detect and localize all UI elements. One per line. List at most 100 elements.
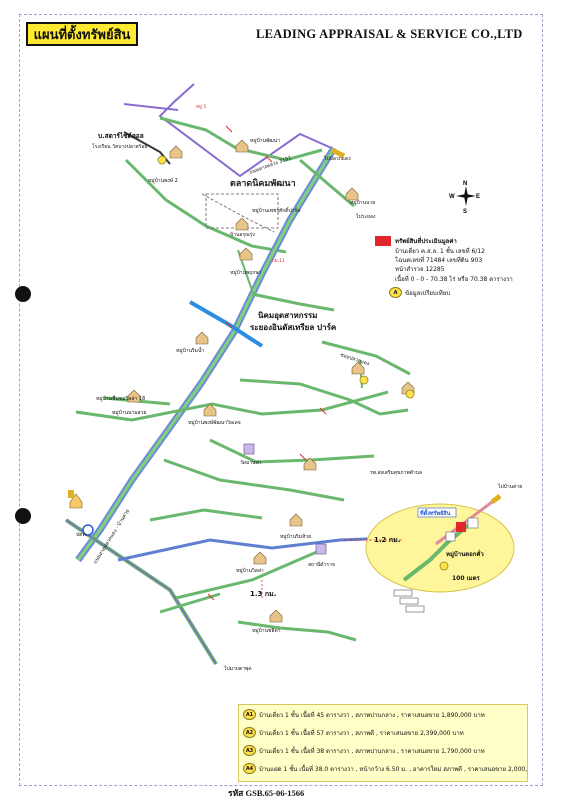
km-tick-3 — [225, 321, 233, 329]
map-title-badge: แผนที่ตั้งทรัพย์สิน — [26, 22, 138, 46]
direction-arrow-right — [490, 494, 502, 504]
market-label: ตลาดนิคมพัฒนา — [230, 178, 296, 189]
subject-tag-box — [417, 507, 457, 518]
village2-label: หมู่บ้านพงษ์ 2 — [148, 177, 178, 184]
gas-station-icon — [69, 493, 83, 509]
distance3-label: 100 เมตร — [452, 575, 481, 582]
comparable-marker-a4 — [439, 561, 449, 571]
price-badge: A4 — [243, 763, 256, 774]
subject-tag-label: ที่ตั้งทรัพย์สิน — [420, 508, 451, 517]
legend-comparable-badge: A — [389, 287, 402, 298]
road-top-dark — [123, 131, 171, 165]
km-tick-2 — [265, 155, 273, 163]
price-text: บ้านเดี่ยว 1 ชั้น เนื้อที่ 57 ตารางวา , … — [259, 729, 464, 737]
distance2-label: 1.3 กม. — [250, 590, 276, 598]
house-icon-5 — [239, 247, 253, 261]
house-icon-14 — [303, 457, 317, 471]
school-label: สถานีตำรวจ — [308, 561, 335, 568]
village1-label: หมู่บ้านพัฒนา — [250, 137, 280, 144]
punch-hole-top — [15, 286, 31, 302]
road-dashed — [201, 193, 275, 233]
neighbor-plot-1 — [467, 517, 479, 529]
industrial-label-2: ระยองอินดัสเทรียล ปาร์ค — [250, 322, 336, 332]
price-badge: A2 — [243, 727, 256, 738]
road-top-green — [159, 116, 323, 162]
pos-b-label: กม.11 — [272, 258, 285, 264]
comparable-marker-a2 — [359, 375, 369, 385]
legend-comparable-row: A ข้อมูลเปรียบเทียบ — [389, 287, 450, 298]
temple-label: วัดมาบข่า — [240, 460, 262, 466]
factory-label: โรงเรียน วัดบางปลาสร้อย — [92, 143, 147, 150]
legend-line-4: เนื้อที่ 0 - 0 - 70.38 ไร่ หรือ 70.38 ตา… — [395, 276, 513, 283]
legend-subject-swatch — [375, 236, 391, 246]
price-row: A4 บ้านแฝด 1 ชั้น เนื้อที่ 38.0 ตารางวา … — [243, 763, 527, 774]
comparable-marker-a1 — [157, 155, 167, 165]
neighbor-plot-2 — [445, 531, 456, 542]
legend-title: ทรัพย์สินที่ประเมินมูลค่า — [395, 238, 457, 245]
compass-s: S — [463, 209, 467, 214]
price-badge: A3 — [243, 745, 256, 756]
village8-label: หมู่บ้านพฤกษา — [230, 269, 262, 276]
distance1-label: 1.2 กม. — [374, 536, 400, 544]
road-right-1 — [239, 378, 409, 416]
price-row: A2 บ้านเดี่ยว 1 ชั้น เนื้อที่ 57 ตารางวา… — [243, 727, 527, 738]
house-icon-2 — [235, 139, 249, 153]
temple-icon — [243, 443, 255, 455]
plot-row-1 — [393, 589, 413, 597]
highway-main-green — [76, 147, 336, 561]
price-text: บ้านเดี่ยว 1 ชั้น เนื้อที่ 45 ตารางวา , … — [259, 711, 485, 719]
village11-label: หมู่บ้านริมห้วย — [280, 533, 311, 540]
legend-comparable-label: ข้อมูลเปรียบเทียบ — [405, 289, 451, 297]
plot-row-2 — [399, 597, 419, 605]
house-icon-12 — [253, 551, 267, 565]
ptt-logo-icon — [82, 524, 94, 536]
road-top-loop — [158, 83, 337, 178]
legend-line-1: บ้านเดี่ยว ค.ส.ล. 1 ชั้น เลขที่ 6/12 — [395, 248, 485, 255]
village13-label: หมู่บ้านชลิดา — [252, 627, 281, 634]
subject-marker — [456, 522, 466, 532]
school-icon — [315, 543, 327, 555]
direction-arrow-top — [330, 147, 346, 159]
compass-rose: N S E W — [449, 181, 480, 214]
compass-needle-ew — [456, 194, 476, 198]
road-bottom-branch-2 — [159, 592, 221, 614]
to-c-label: ไปบ้านค่าย — [497, 483, 522, 490]
road-bottom-left-edge — [65, 519, 217, 665]
village6-label: หมู่บ้านเพชรศักดิ์ปาร์ค — [252, 206, 301, 214]
to-a-label: ไปปลวกแดง — [323, 155, 351, 162]
company-label: บ.สตาร์ไซต์ลอล — [98, 131, 144, 140]
village5-label: หมู่บ้านพงษ์พัฒนาวิลเลจ — [188, 419, 241, 426]
km-tick-6 — [207, 593, 215, 601]
hospital-label: รพ.ส่งเสริมสุขภาพตำบล — [370, 469, 422, 476]
km-tick-5 — [299, 453, 307, 461]
road-mid-4 — [149, 508, 263, 522]
house-icon-1 — [169, 145, 183, 159]
house-icon-6 — [195, 331, 209, 345]
compass-n: N — [463, 181, 467, 187]
plot-row-3 — [405, 605, 425, 613]
road-industrial — [251, 292, 335, 312]
village3-label: หมู่บ้านชื่นชมวิลล่า 18 — [96, 395, 145, 402]
company-name: LEADING APPRAISAL & SERVICE CO.,LTD — [256, 27, 523, 41]
industrial-label: นิคมอุตสาหกรรม — [258, 311, 317, 321]
legend-line-2: โฉนดเลขที่ 71484 เลขที่ดิน 903 — [395, 257, 483, 264]
road-bottom-branch — [175, 546, 327, 600]
house-icon-8 — [203, 403, 217, 417]
punch-hole-bottom — [15, 508, 31, 524]
price-row: A1 บ้านเดี่ยว 1 ชั้น เนื้อที่ 45 ตารางวา… — [243, 709, 527, 720]
road-mid-2 — [209, 438, 375, 464]
village9-label: หมู่บ้านริมน้ำ — [176, 345, 204, 354]
compass-e: E — [476, 194, 480, 200]
price-badge: A1 — [243, 709, 256, 720]
km-tick-4 — [319, 407, 327, 415]
house-icon-3 — [345, 187, 359, 201]
km-tick-1 — [225, 125, 233, 133]
direction-arrow-left — [68, 490, 74, 498]
to-d-label: ไปมาบตาพุด — [223, 665, 252, 672]
price-text: บ้านแฝด 1 ชั้น เนื้อที่ 38.0 ตารางวา , ห… — [259, 765, 527, 773]
road-right-2 — [321, 340, 411, 376]
road-bottom-right — [237, 620, 357, 642]
comparable-prices-panel: A1 บ้านเดี่ยว 1 ชั้น เนื้อที่ 45 ตารางวา… — [238, 704, 528, 782]
